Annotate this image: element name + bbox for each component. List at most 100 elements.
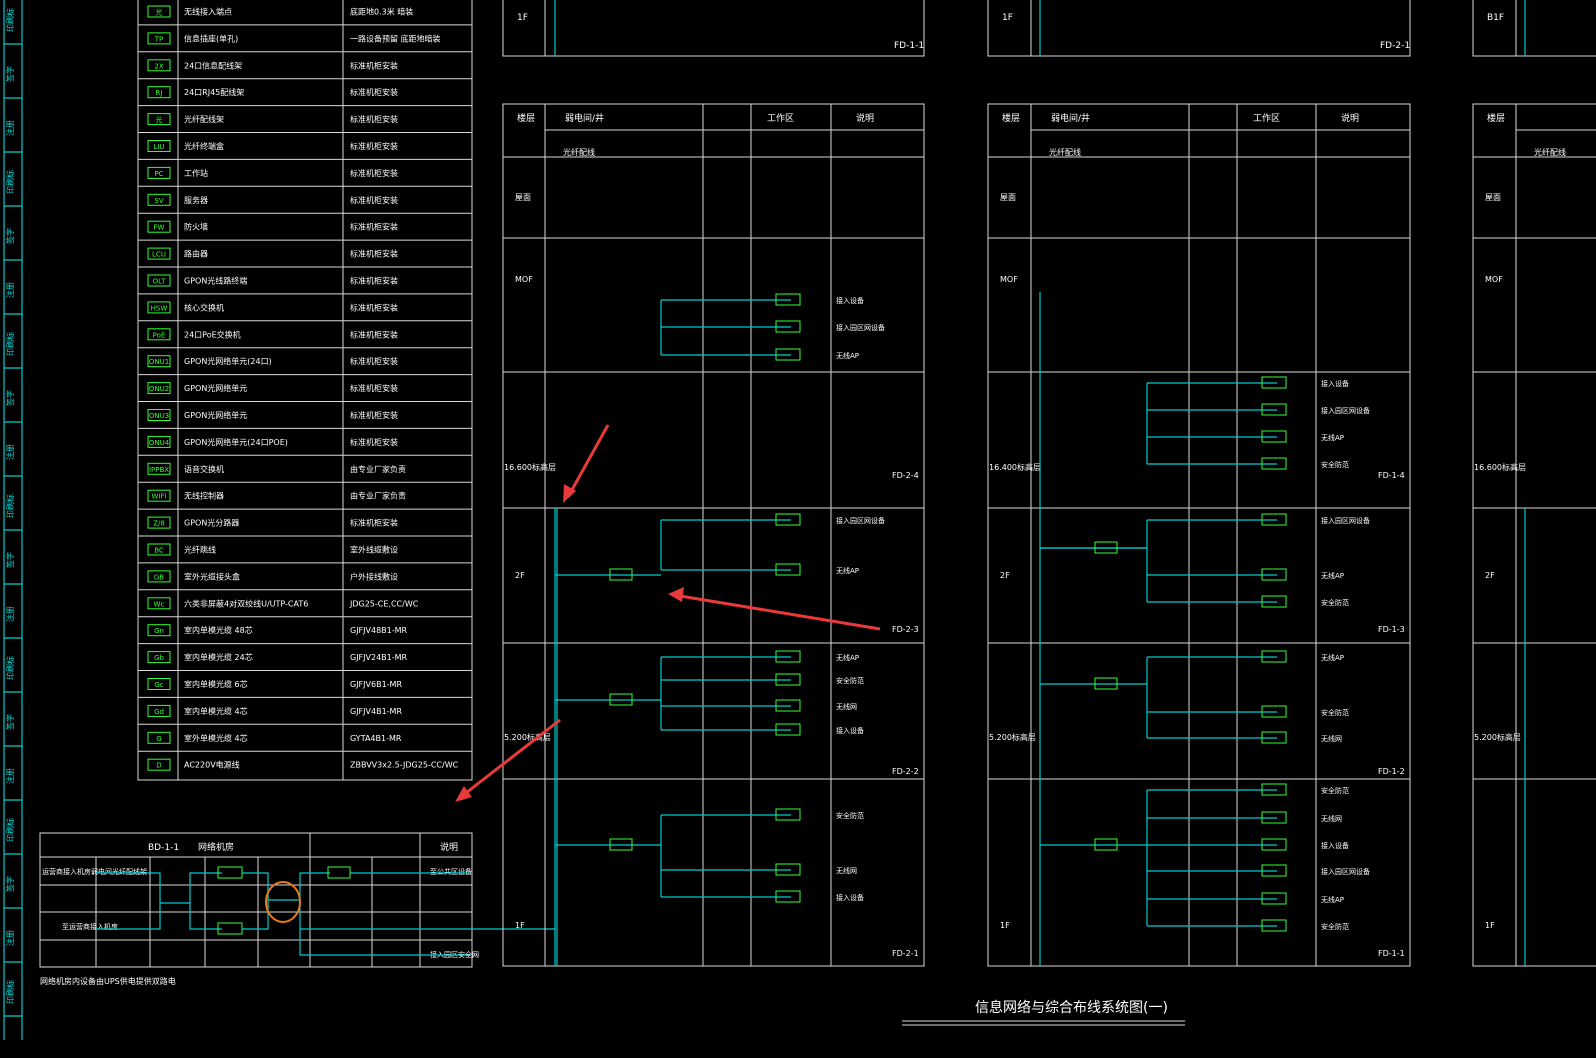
legend-symbol-box — [147, 435, 171, 448]
onu-box — [1261, 705, 1287, 718]
branch-note: 无线AP — [836, 351, 859, 360]
legend-note: 标准机柜安装 — [350, 87, 398, 97]
onu-box — [775, 699, 801, 712]
legend-description: 服务器 — [184, 195, 208, 205]
branch-note: 无线AP — [1321, 571, 1344, 580]
legend-symbol-box — [147, 597, 171, 610]
floor-label: MOF — [515, 275, 533, 284]
side-label: 签字 — [5, 876, 15, 892]
legend-description: 光纤终端盒 — [184, 141, 224, 151]
floor-label: 5.200标高层 — [989, 732, 1036, 742]
legend-note: 标准机柜安装 — [350, 114, 398, 124]
legend-symbol-box — [147, 247, 171, 260]
legend-symbol: GB — [154, 573, 164, 581]
bd-header-id: BD-1-1 — [148, 843, 179, 853]
legend-symbol: HSW — [151, 304, 168, 312]
legend-note: 标准机柜安装 — [350, 518, 398, 528]
legend-symbol-box — [147, 462, 171, 475]
onu-box — [775, 863, 801, 876]
legend-symbol-box — [147, 489, 171, 502]
onu-box — [1261, 430, 1287, 443]
legend-note: 标准机柜安装 — [350, 222, 398, 232]
top-stub-floor: B1F — [1487, 13, 1504, 23]
onu-box — [1261, 595, 1287, 608]
legend-symbol: SV — [154, 197, 163, 205]
side-label: 注册 — [5, 930, 15, 946]
side-label: 注册 — [5, 282, 15, 298]
bd-row-3: 至公共区设备 — [430, 867, 472, 876]
legend-note: 标准机柜安装 — [350, 60, 398, 70]
fd-label: FD-1-3 — [1378, 625, 1405, 634]
legend-description: 路由器 — [184, 249, 208, 259]
side-label: 注册 — [5, 768, 15, 784]
onu-box — [775, 650, 801, 663]
side-label: 注册 — [5, 444, 15, 460]
floor-label: 屋面 — [515, 193, 531, 202]
panel-frame — [502, 103, 925, 967]
onu-box — [1261, 376, 1287, 389]
branch-note: 无线AP — [1321, 433, 1344, 442]
panel-header: 说明 — [856, 112, 874, 124]
side-label: 签字 — [5, 390, 15, 406]
branch-note: 接入园区网设备 — [836, 323, 885, 332]
panel-header: 工作区 — [1253, 112, 1280, 124]
legend-description: AC220V电源线 — [184, 760, 240, 770]
onu-box — [775, 563, 801, 576]
top-stub-frame — [502, 0, 925, 57]
panel-subheader: 光纤配线 — [563, 147, 595, 157]
side-label: 印刷标 — [5, 656, 15, 680]
floor-label: 16.600标高层 — [1474, 462, 1526, 472]
legend-symbol-box — [147, 86, 171, 99]
fd-label: FD-2-1 — [892, 949, 919, 958]
onu-box — [1261, 783, 1287, 796]
floor-label: 5.200标高层 — [1474, 732, 1521, 742]
panel-header: 说明 — [1341, 112, 1359, 124]
splitter-box — [1094, 838, 1118, 851]
legend-symbol: FW — [154, 224, 165, 232]
legend-symbol-box — [147, 32, 171, 45]
legend-description: GPON光网络单元(24口POE) — [184, 437, 288, 447]
side-label: 签字 — [5, 228, 15, 244]
branch-note: 无线AP — [1321, 653, 1344, 662]
legend-description: 工作站 — [184, 168, 208, 178]
onu-box — [775, 293, 801, 306]
top-stub-label: FD-2-1 — [1380, 41, 1410, 51]
floor-label: 屋面 — [1000, 193, 1016, 202]
drawing-title-block: 信息网络与综合布线系统图(一) — [902, 999, 1185, 1026]
branch-note: 无线网 — [1321, 814, 1342, 823]
fd-label: FD-1-1 — [1378, 949, 1405, 958]
branch-note: 无线AP — [836, 566, 859, 575]
legend-note: GJFJV48B1-MR — [350, 626, 408, 635]
legend-symbol-box — [147, 543, 171, 556]
bd-row-2: 至运营商接入机房 — [62, 922, 118, 931]
legend-description: 防火墙 — [184, 222, 208, 232]
onu-box — [1261, 568, 1287, 581]
legend-symbol: G — [156, 735, 161, 743]
legend-description: 核心交换机 — [184, 302, 224, 312]
branch-note: 安全防范 — [1321, 786, 1349, 795]
left-title-strip: 印刷标签字注册印刷标签字注册印刷标签字注册印刷标签字注册印刷标签字注册印刷标签字… — [3, 0, 23, 1040]
top-stub-frame — [1472, 0, 1596, 57]
legend-symbol: OLT — [153, 277, 166, 285]
floor-label: 16.400标高层 — [989, 462, 1041, 472]
legend-note: JDG25-CE,CC/WC — [349, 599, 419, 608]
legend-description: 室内单模光缆 24芯 — [184, 652, 253, 662]
riser-panel-fd-2: 1FFD-1-1楼层弱电间/井工作区说明光纤配线屋面MOF16.600标高层2F… — [502, 0, 925, 967]
legend-symbol: ONU1 — [149, 358, 169, 366]
top-stub-frame — [987, 0, 1411, 57]
legend-description: GPON光网络单元(24口) — [184, 356, 272, 366]
fd-label: FD-1-4 — [1378, 471, 1405, 480]
legend-symbol: Gn — [154, 627, 164, 635]
legend-symbol: TP — [154, 35, 164, 43]
legend-note: 标准机柜安装 — [350, 437, 398, 447]
legend-symbol: ONU2 — [149, 385, 169, 393]
legend-symbol: IPPBX — [149, 466, 169, 474]
branch-note: 接入园区网设备 — [836, 516, 885, 525]
onu-box — [1261, 864, 1287, 877]
legend-description: GPON光网络单元 — [184, 383, 247, 393]
legend-symbol-box — [147, 651, 171, 664]
branch-note: 接入园区网设备 — [1321, 867, 1370, 876]
onu-box — [1261, 650, 1287, 663]
